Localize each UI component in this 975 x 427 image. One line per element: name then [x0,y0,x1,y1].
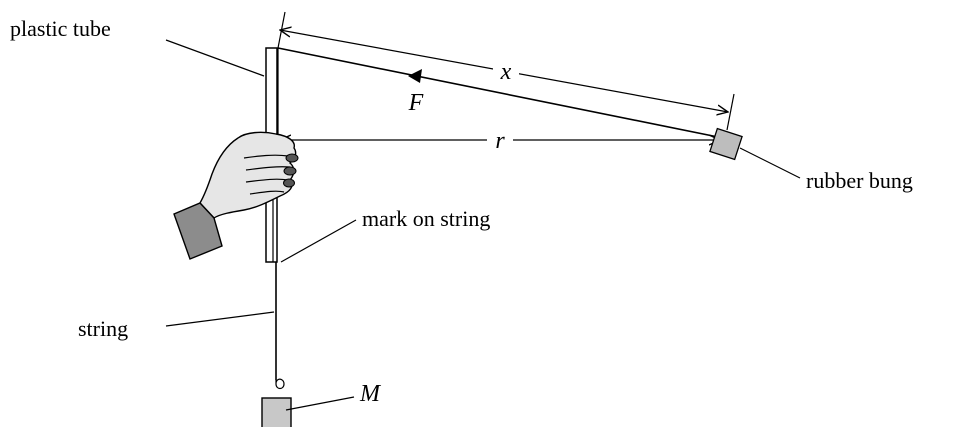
label-force: F [408,90,424,116]
label-x: x [500,59,512,85]
hook [275,378,285,390]
label-mass: M [359,381,382,407]
label-string: string [78,316,128,341]
leader-string [165,311,275,327]
mass-M [261,397,292,427]
x-label-gap [493,60,519,84]
leader-plastic-tube [165,39,265,77]
label-mark-on-string: mark on string [362,206,490,231]
rubber-bung [709,127,743,161]
force-arrowhead [408,69,422,83]
leader-mass [285,396,355,411]
leader-rubber-bung [739,147,801,179]
label-r: r [495,128,505,154]
leader-mark-on-string [280,219,357,263]
cuff [173,202,223,260]
label-plastic-tube: plastic tube [10,16,111,41]
x-extension-right [726,93,735,131]
label-rubber-bung: rubber bung [806,168,913,193]
r-label-gap [487,128,513,152]
hand-icon [173,131,299,260]
